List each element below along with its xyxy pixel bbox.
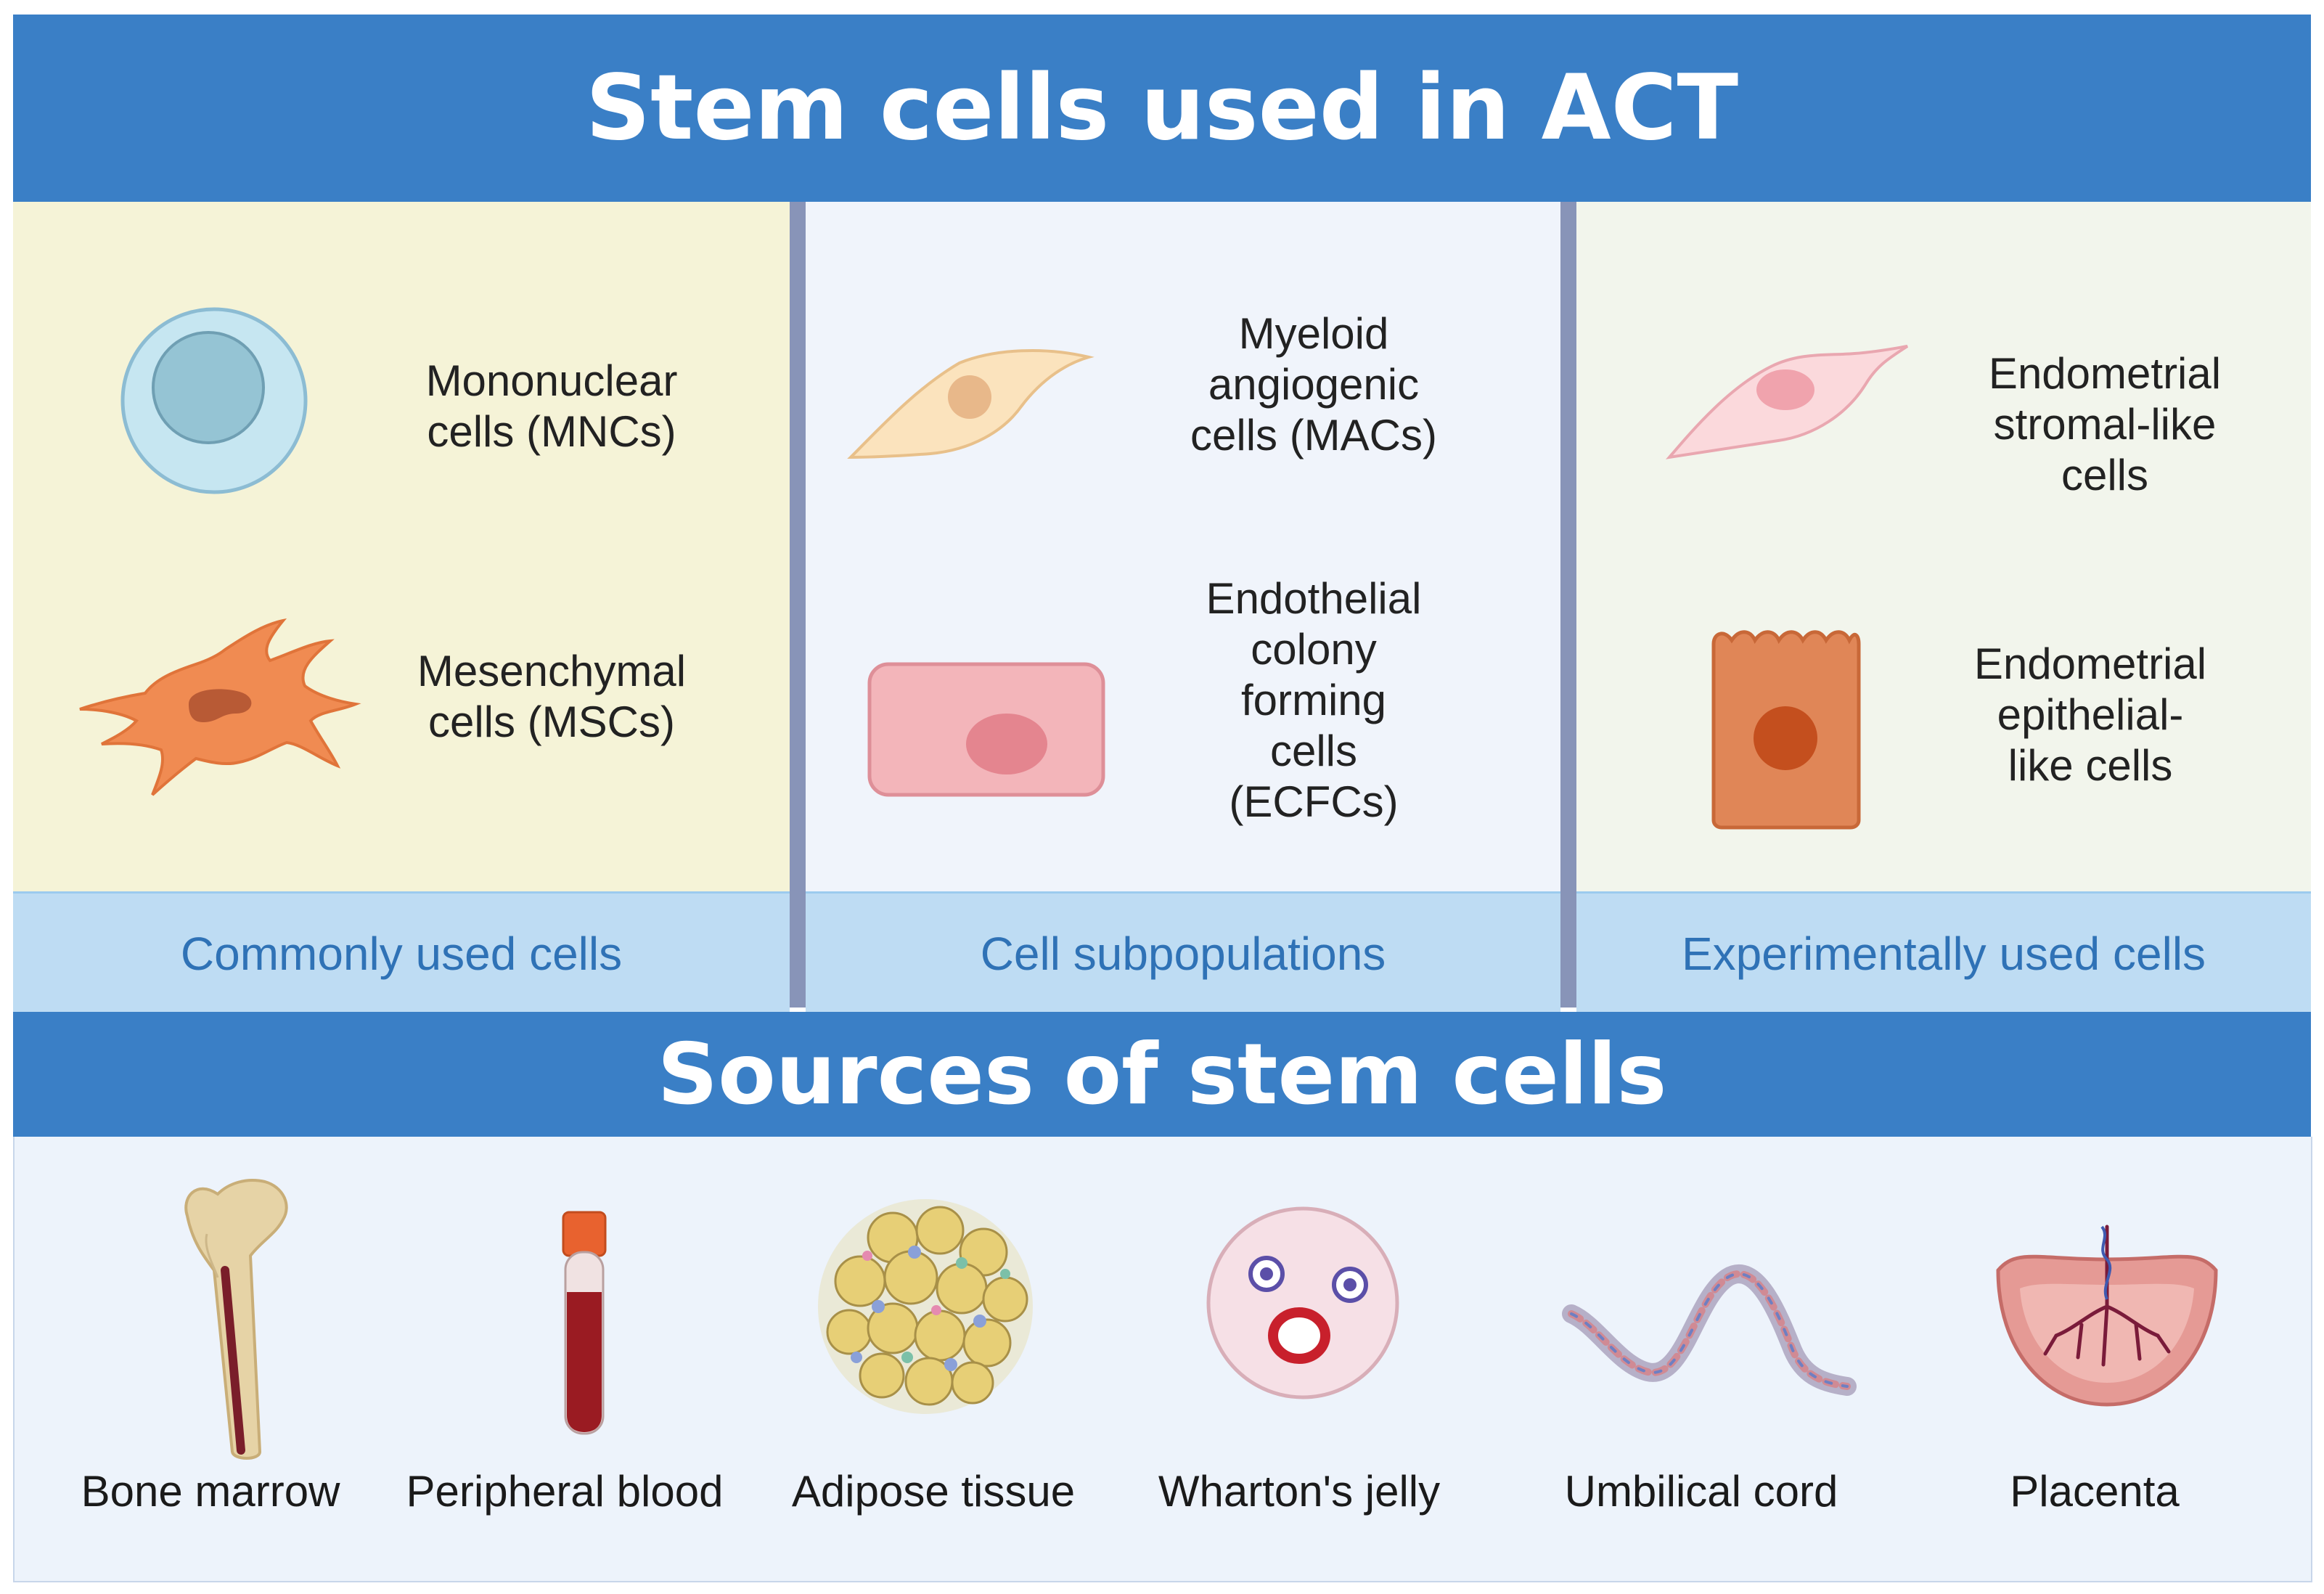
category-label: Commonly used cells: [180, 928, 623, 980]
blood-tube-icon: [562, 1211, 607, 1435]
stromal-cell-icon: [1665, 345, 1909, 459]
column-divider: [790, 202, 806, 1008]
source-label-adipose-tissue: Adipose tissue: [791, 1467, 1076, 1516]
cell-label-stromal: Endometrial stromal-like cells: [1988, 349, 2222, 499]
column-divider: [1560, 202, 1576, 1008]
category-label: Cell subpopulations: [980, 928, 1386, 980]
main-title-banner: Stem cells used in ACT: [13, 15, 2311, 202]
adipose-tissue-icon: [818, 1199, 1033, 1414]
category-label: Experimentally used cells: [1681, 928, 2206, 980]
cell-label-ecfc: Endothelial colony forming cells (ECFCs): [1206, 574, 1422, 826]
whartons-jelly-icon: [1206, 1206, 1399, 1399]
bone-icon: [184, 1178, 288, 1460]
main-title: Stem cells used in ACT: [585, 56, 1739, 160]
panel-experimental: [1576, 202, 2311, 891]
endothelial-cell-icon: [867, 662, 1105, 797]
category-commonly-used: Commonly used cells: [13, 891, 790, 1014]
category-experimental: Experimentally used cells: [1576, 891, 2311, 1014]
source-label-placenta: Placenta: [2010, 1467, 2180, 1516]
source-label-whartons-jelly: Wharton's jelly: [1158, 1467, 1441, 1516]
panel-commonly-used: [13, 202, 790, 891]
sources-panel: [13, 1137, 2312, 1582]
myeloid-angiogenic-cell-icon: [847, 348, 1095, 459]
source-label-peripheral-blood: Peripheral blood: [406, 1467, 724, 1516]
category-subpopulations: Cell subpopulations: [806, 891, 1560, 1014]
epithelial-cell-icon: [1711, 630, 1861, 830]
umbilical-cord-icon: [1562, 1264, 1857, 1396]
source-label-bone-marrow: Bone marrow: [81, 1467, 340, 1516]
placenta-icon: [1996, 1225, 2218, 1407]
cell-label-mac: Myeloid angiogenic cells (MACs): [1190, 309, 1437, 459]
sources-banner: Sources of stem cells: [13, 1012, 2311, 1137]
mononuclear-cell-icon: [120, 307, 308, 494]
mesenchymal-cell-icon: [79, 618, 361, 796]
cell-label-msc: Mesenchymal cells (MSCs): [417, 647, 687, 746]
cell-label-mnc: Mononuclear cells (MNCs): [425, 356, 678, 456]
sources-title: Sources of stem cells: [657, 1025, 1667, 1124]
cell-label-epithelial: Endometrial epithelial- like cells: [1973, 639, 2207, 790]
source-label-umbilical-cord: Umbilical cord: [1564, 1467, 1838, 1516]
